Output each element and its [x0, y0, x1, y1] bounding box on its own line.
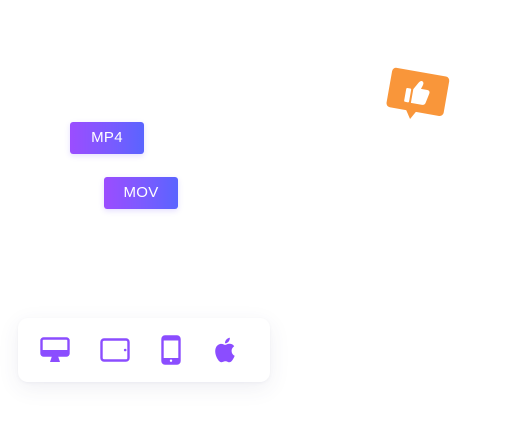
format-badge-mov[interactable]: MOV	[104, 177, 178, 209]
thumbs-up-icon	[386, 67, 450, 119]
phone-button[interactable]	[160, 335, 182, 365]
format-badge-mp4[interactable]: MP4	[70, 122, 144, 154]
tablet-icon	[100, 338, 130, 362]
apple-icon	[215, 337, 235, 363]
desktop-icon	[40, 337, 70, 362]
like-badge[interactable]	[382, 65, 454, 129]
apple-button[interactable]	[211, 335, 237, 365]
phone-icon	[161, 335, 181, 365]
desktop-button[interactable]	[40, 335, 70, 365]
device-strip	[18, 318, 270, 382]
tablet-button[interactable]	[100, 335, 130, 365]
